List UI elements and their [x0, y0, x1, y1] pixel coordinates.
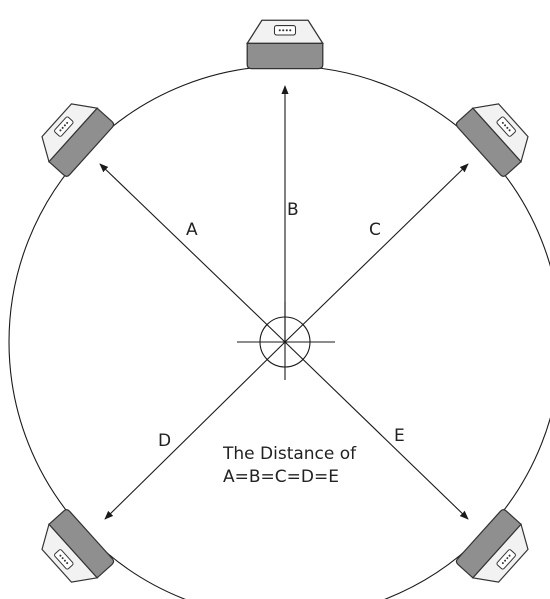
caption-line-2: A=B=C=D=E: [223, 467, 339, 487]
arrow-c: [285, 164, 468, 342]
label-c: C: [369, 220, 381, 240]
speaker-icon: [33, 508, 115, 592]
speaker-icon: [33, 93, 115, 177]
label-b: B: [287, 200, 299, 220]
label-a: A: [186, 220, 198, 240]
label-e: E: [394, 426, 405, 446]
speaker-icon: [247, 20, 323, 68]
arrow-d: [105, 342, 285, 519]
arrow-a: [100, 164, 285, 342]
caption-line-1: The Distance of: [222, 444, 357, 464]
arrow-e: [285, 342, 468, 519]
speaker-icon: [455, 508, 537, 592]
label-d: D: [158, 431, 171, 451]
